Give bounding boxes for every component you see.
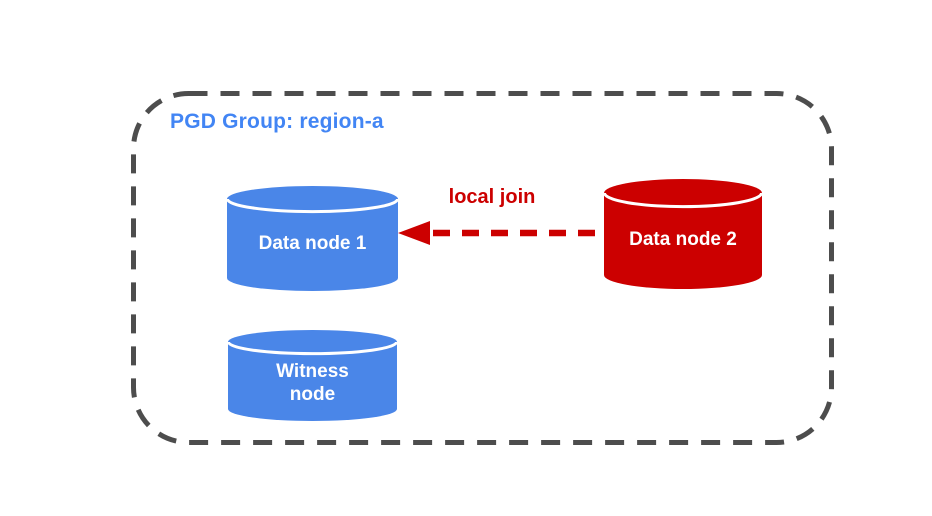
local-join-arrow-icon	[398, 221, 606, 245]
cylinder-body	[604, 193, 762, 289]
cylinder-highlight	[604, 192, 762, 209]
cylinder-top	[227, 186, 398, 212]
database-cylinder-icon	[227, 186, 398, 291]
data-node-1: Data node 1	[227, 186, 398, 292]
cylinder-body	[227, 199, 398, 291]
data-node-1-label: Data node 1	[258, 233, 367, 254]
database-cylinder-icon	[228, 330, 397, 421]
local-join-label: local join	[448, 186, 536, 208]
data-node-2: Data node 2	[604, 179, 762, 290]
witness-node-label: Witness node	[276, 360, 349, 405]
cylinder-highlight	[228, 341, 397, 356]
pgd-group-label: PGD Group: region-a	[170, 110, 384, 133]
cylinder-top	[228, 330, 397, 354]
arrowhead	[398, 221, 430, 245]
cylinder-top	[604, 179, 762, 207]
data-node-2-label: Data node 2	[629, 228, 737, 250]
witness-node: Witness node	[228, 330, 397, 421]
database-cylinder-icon	[604, 179, 762, 289]
cylinder-body	[228, 342, 397, 421]
cylinder-highlight	[227, 198, 398, 214]
